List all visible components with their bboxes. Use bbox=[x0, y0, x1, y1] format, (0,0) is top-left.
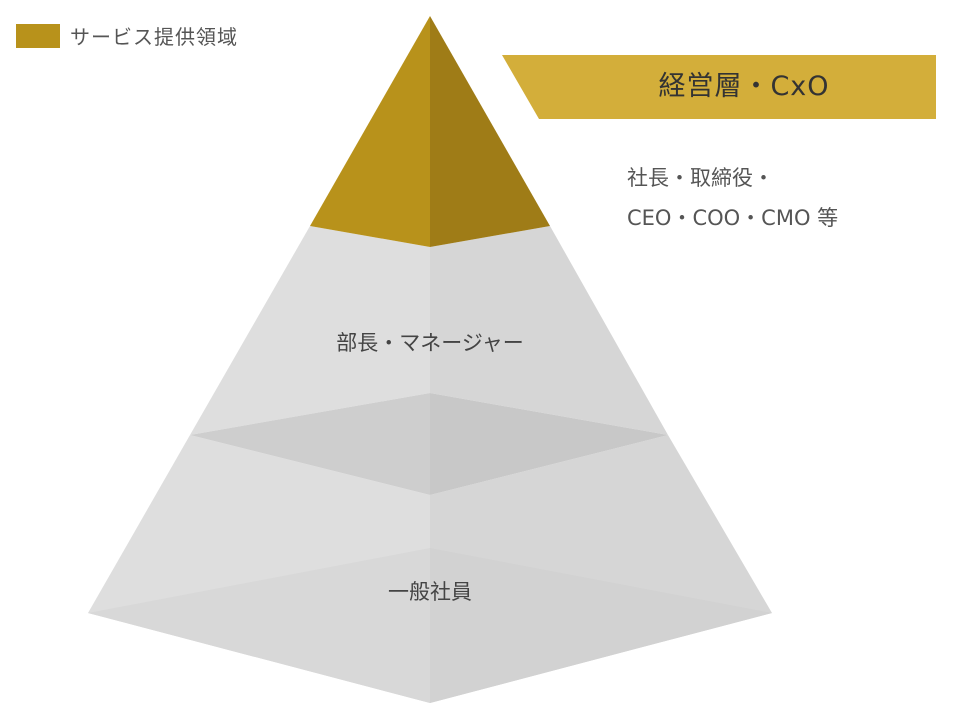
tier-middle-left-face bbox=[190, 226, 430, 435]
legend: サービス提供領域 bbox=[16, 21, 238, 50]
top-tier-description: 社長・取締役・ CEO・COO・CMO 等 bbox=[627, 158, 838, 238]
pyramid-tier-bottom bbox=[88, 435, 772, 703]
bottom-tier-label: 一般社員 bbox=[388, 580, 472, 604]
tier-bottom-cap-right bbox=[430, 548, 772, 703]
legend-swatch bbox=[16, 23, 60, 48]
tier-top-left-face bbox=[310, 16, 430, 247]
tier-middle-cap-left bbox=[190, 393, 430, 495]
tier-middle-right-face bbox=[430, 226, 668, 435]
tier-top-right-face bbox=[430, 16, 550, 247]
description-line-1: 社長・取締役・ bbox=[627, 166, 774, 190]
tier-bottom-cap-left bbox=[88, 548, 430, 703]
legend-label: サービス提供領域 bbox=[70, 25, 238, 49]
tier-middle-cap-right bbox=[430, 393, 668, 495]
description-line-2: CEO・COO・CMO 等 bbox=[627, 206, 839, 230]
banner-shape bbox=[502, 55, 936, 119]
middle-tier-label: 部長・マネージャー bbox=[336, 331, 524, 355]
top-tier-label: 経営層・CxO bbox=[658, 71, 830, 102]
pyramid-tier-middle bbox=[190, 226, 668, 495]
pyramid-tier-top bbox=[310, 16, 550, 247]
top-tier-banner: 経営層・CxO bbox=[502, 55, 936, 119]
